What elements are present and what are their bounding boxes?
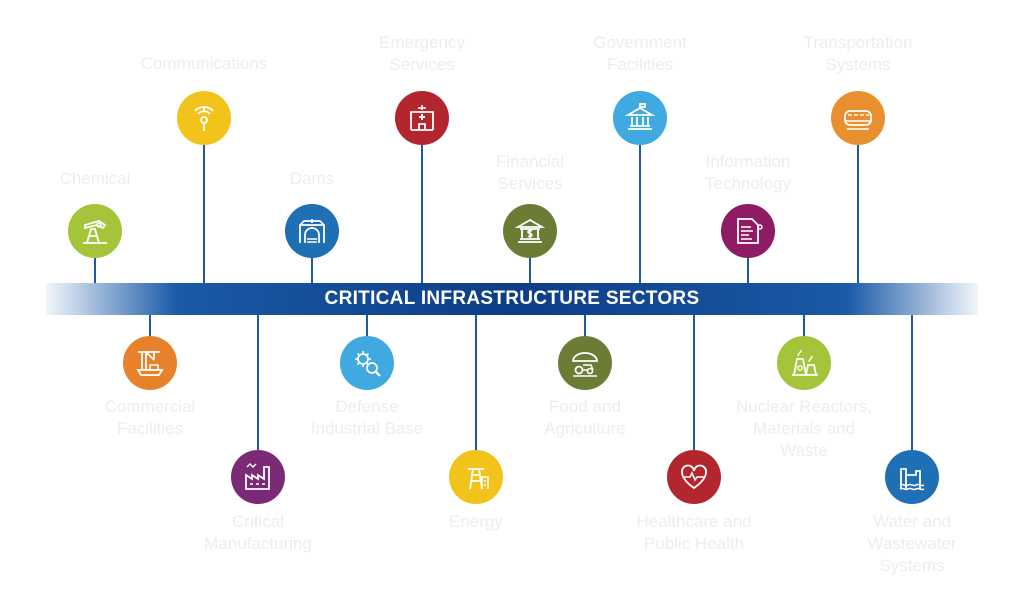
sector-node-dams [285,204,339,258]
sector-label-government: Government Facilities [593,33,687,74]
sector-label-communications: Communications [140,54,268,73]
sector-label-critical-manufacturing: Critical Manufacturing [204,512,312,553]
sector-label-chemical: Chemical [59,169,131,188]
connector-line-dams [311,258,313,283]
sector-label-food: Food and Agriculture [544,397,626,438]
hospital-icon [406,102,438,134]
code-document-icon [732,215,764,247]
sector-node-energy [449,450,503,504]
sector-node-communications [177,91,231,145]
connector-line-defense [366,315,368,336]
gear-magnifier-icon [351,347,383,379]
antenna-icon [188,102,220,134]
connector-line-commercial [149,315,151,336]
connector-line-water [911,315,913,450]
nuclear-plant-icon [788,347,820,379]
sector-node-financial [503,204,557,258]
sector-label-financial: Financial Services [495,152,565,193]
sector-node-water [885,450,939,504]
sector-node-critical-manufacturing [231,450,285,504]
sector-node-it [721,204,775,258]
diagram-title: CRITICAL INFRASTRUCTURE SECTORS [324,288,700,309]
connector-line-critical-manufacturing [257,315,259,450]
sector-label-nuclear: Nuclear Reactors, Materials and Waste [735,397,873,460]
bank-dollar-icon [514,215,546,247]
title-band [46,283,978,315]
connector-line-it [747,258,749,283]
connector-line-chemical [94,258,96,283]
sector-node-chemical [68,204,122,258]
power-tower-icon [460,461,492,493]
heart-pulse-icon [678,461,710,493]
sector-node-defense [340,336,394,390]
connector-line-communications [203,145,205,283]
sector-node-emergency [395,91,449,145]
connector-line-food [584,315,586,336]
government-building-icon [624,102,656,134]
sector-label-healthcare: Healthcare and Public Health [636,512,752,553]
sector-label-defense: Defense Industrial Base [310,397,424,438]
sector-node-government [613,91,667,145]
sector-label-commercial: Commercial Facilities [104,397,196,438]
sector-node-commercial [123,336,177,390]
water-treatment-icon [896,461,928,493]
port-crane-icon [134,347,166,379]
sector-label-energy: Energy [449,512,503,531]
connector-line-emergency [421,145,423,283]
farm-tractor-icon [569,347,601,379]
connector-line-energy [475,315,477,450]
dam-icon [296,215,328,247]
connector-line-nuclear [803,315,805,336]
sector-node-food [558,336,612,390]
connector-line-transportation [857,145,859,283]
train-icon [842,102,874,134]
connector-line-healthcare [693,315,695,450]
sector-node-healthcare [667,450,721,504]
factory-icon [242,461,274,493]
sector-node-nuclear [777,336,831,390]
sector-label-transportation: Transportation Systems [803,33,913,74]
sector-label-water: Water and Wastewater Systems [867,512,957,575]
connector-line-financial [529,258,531,283]
oil-pump-icon [79,215,111,247]
connector-line-government [639,145,641,283]
sector-label-it: Information Technology [704,152,791,193]
sector-label-emergency: Emergency Services [379,33,465,74]
sector-label-dams: Dams [289,169,335,188]
sector-node-transportation [831,91,885,145]
